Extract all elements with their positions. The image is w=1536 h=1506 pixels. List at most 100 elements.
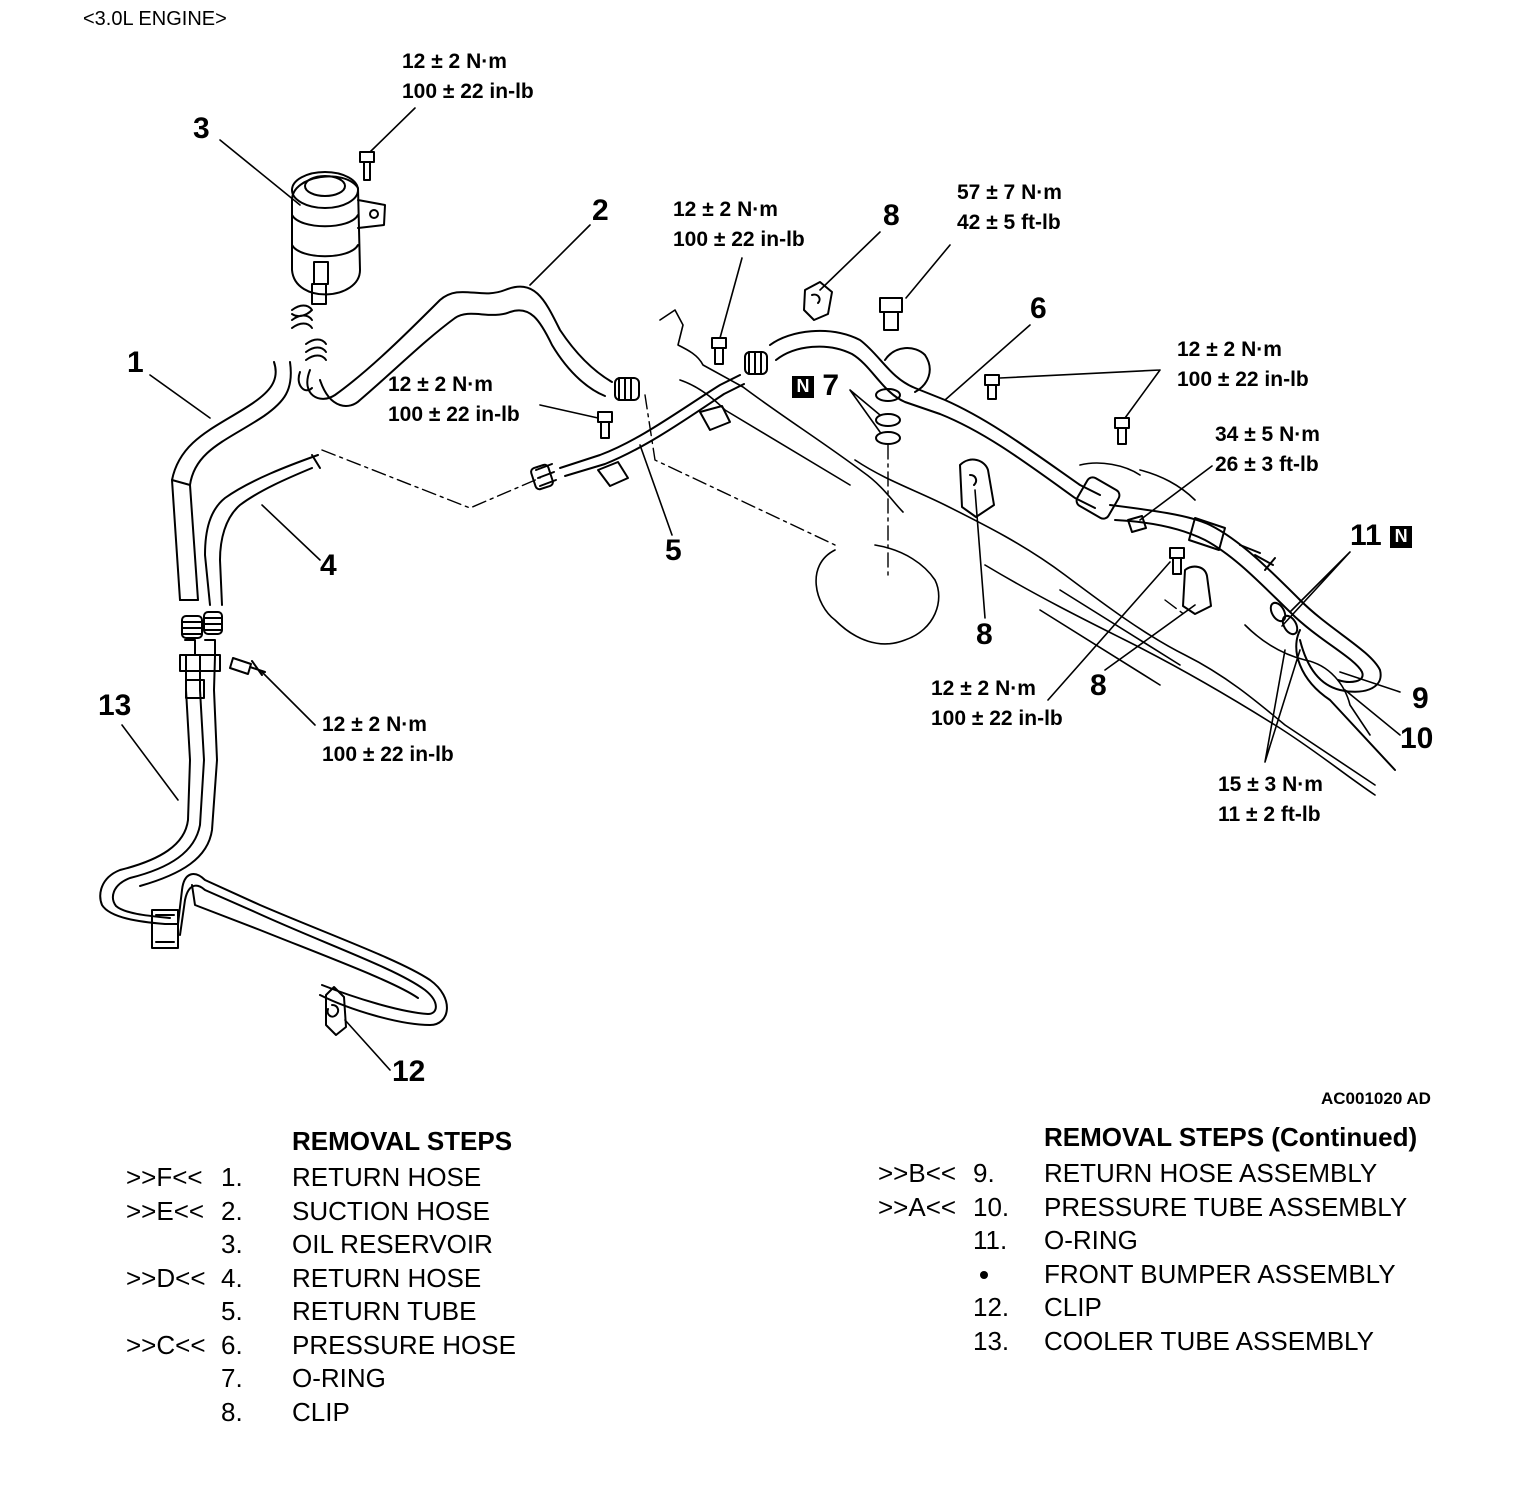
step-code: >>E<<	[126, 1195, 205, 1226]
return-pressure-assembly	[1109, 504, 1396, 771]
callout-1: 1	[127, 346, 144, 379]
torque-tube-bolt-mid: 12 ± 2 N·m 100 ± 22 in-lb	[388, 370, 520, 430]
step-number: 4.	[221, 1262, 243, 1293]
step-number: 12.	[973, 1292, 1010, 1322]
return-tube-5	[530, 374, 745, 491]
step-label: O-RING	[1044, 1225, 1138, 1255]
step-number: 11.	[973, 1225, 1008, 1255]
step-label: RETURN HOSE	[292, 1162, 482, 1192]
new-part-mark: N	[792, 376, 814, 399]
step-number: 7.	[221, 1363, 243, 1393]
step-label: CLIP	[1044, 1292, 1102, 1322]
torque-imperial: 100 ± 22 in-lb	[402, 80, 534, 103]
clip-12	[325, 986, 347, 1036]
torque-metric: 12 ± 2 N·m	[673, 198, 778, 221]
step-number: 1.	[221, 1162, 243, 1192]
torque-pressure-union: 57 ± 7 N·m 42 ± 5 ft-lb	[957, 178, 1062, 238]
torque-metric: 57 ± 7 N·m	[957, 181, 1062, 204]
torque-gear-fittings: 15 ± 3 N·m 11 ± 2 ft-lb	[1218, 770, 1323, 830]
step-row: 13.COOLER TUBE ASSEMBLY	[878, 1325, 1478, 1359]
step-row: 12. CLIP	[878, 1291, 1478, 1325]
torque-imperial: 100 ± 22 in-lb	[931, 707, 1063, 730]
step-number: 6.	[221, 1329, 243, 1360]
step-label: O-RING	[292, 1363, 386, 1393]
pressure-hose-6	[769, 329, 1121, 520]
callout-8-mid: 8	[976, 618, 993, 651]
step-number: 2.	[221, 1195, 243, 1226]
step-number: 9.	[973, 1158, 995, 1188]
step-code: >>F<<	[126, 1162, 203, 1192]
step-row: >>D<< 4. RETURN HOSE	[126, 1262, 576, 1296]
step-label: RETURN TUBE	[292, 1296, 477, 1326]
torque-imperial: 26 ± 3 ft-lb	[1215, 453, 1319, 476]
figure-id: AC001020 AD	[1321, 1089, 1431, 1108]
hose-clamps-mid	[614, 351, 768, 401]
torque-metric: 12 ± 2 N·m	[1177, 338, 1282, 361]
torque-clip-bolts-right: 12 ± 2 N·m 100 ± 22 in-lb	[1177, 335, 1309, 395]
step-label: RETURN HOSE	[292, 1262, 482, 1293]
torque-imperial: 42 ± 5 ft-lb	[957, 211, 1061, 234]
steering-gear-outline	[659, 309, 1376, 796]
removal-steps-right: REMOVAL STEPS (Continued) >>B<< 9. RETURN …	[878, 1121, 1478, 1358]
torque-cooler-bolt: 12 ± 2 N·m 100 ± 22 in-lb	[322, 710, 454, 770]
hose-clamps-reservoir	[291, 304, 327, 361]
callout-9: 9	[1412, 682, 1429, 715]
return-hose-4	[204, 454, 321, 606]
step-number: 8.	[221, 1396, 243, 1427]
removal-steps-title: REMOVAL STEPS	[126, 1125, 576, 1161]
step-code: >>C<<	[126, 1329, 206, 1360]
torque-clip-bolt-lower: 12 ± 2 N·m 100 ± 22 in-lb	[931, 674, 1063, 734]
callout-12: 12	[392, 1055, 426, 1088]
callout-7: N 7	[792, 370, 839, 402]
torque-flare-nut: 34 ± 5 N·m 26 ± 3 ft-lb	[1215, 420, 1320, 480]
alignment-lines	[321, 394, 1186, 616]
torque-imperial: 100 ± 22 in-lb	[322, 743, 454, 766]
step-label: SUCTION HOSE	[292, 1195, 490, 1226]
engine-label: <3.0L ENGINE>	[83, 8, 227, 30]
hose-clamps-lower	[181, 611, 223, 639]
torque-imperial: 100 ± 22 in-lb	[388, 403, 520, 426]
step-row: 11. O-RING	[878, 1224, 1478, 1258]
callout-2: 2	[592, 194, 609, 227]
step-code: >>B<<	[878, 1158, 957, 1188]
torque-metric: 12 ± 2 N·m	[931, 677, 1036, 700]
callout-7-number: 7	[822, 369, 840, 402]
torque-imperial: 100 ± 22 in-lb	[673, 228, 805, 251]
step-row: 3. OIL RESERVOIR	[126, 1228, 576, 1262]
o-rings-7	[875, 388, 901, 445]
removal-steps-continued-title: REMOVAL STEPS (Continued)	[878, 1121, 1478, 1157]
torque-metric: 12 ± 2 N·m	[402, 50, 507, 73]
step-row: 5.RETURN TUBE	[126, 1295, 576, 1329]
o-rings-11	[1269, 601, 1299, 636]
union-bolt	[879, 297, 903, 331]
step-number: 3.	[221, 1229, 243, 1259]
callout-10: 10	[1400, 722, 1434, 755]
step-row: >>C<< 6. PRESSURE HOSE	[126, 1329, 576, 1363]
step-label: OIL RESERVOIR	[292, 1229, 493, 1259]
step-label: RETURN HOSE ASSEMBLY	[1044, 1158, 1378, 1188]
step-number: 10.	[973, 1191, 1010, 1222]
step-label: CLIP	[292, 1396, 350, 1427]
step-row: >>B<< 9. RETURN HOSE ASSEMBLY	[878, 1157, 1478, 1191]
removal-steps-left: REMOVAL STEPS >>F<< 1. RETURN HOSE >>E<< 2.…	[126, 1125, 576, 1429]
bolts-mid	[597, 337, 727, 439]
step-label: FRONT BUMPER ASSEMBLY	[1044, 1258, 1396, 1289]
clips-8	[803, 281, 1212, 615]
callout-4: 4	[320, 549, 337, 582]
step-row: >>E<< 2. SUCTION HOSE	[126, 1195, 576, 1229]
callout-5: 5	[665, 534, 682, 567]
step-row: FRONT BUMPER ASSEMBLY	[878, 1258, 1478, 1292]
callout-6: 6	[1030, 292, 1047, 325]
step-label: COOLER TUBE ASSEMBLY	[1044, 1325, 1374, 1356]
step-label: PRESSURE HOSE	[292, 1329, 516, 1360]
callout-11-number: 11	[1350, 519, 1382, 552]
torque-imperial: 100 ± 22 in-lb	[1177, 368, 1309, 391]
torque-imperial: 11 ± 2 ft-lb	[1218, 803, 1321, 826]
step-code: >>D<<	[126, 1262, 206, 1293]
leader-lines	[121, 107, 1401, 1071]
cooler-tube-assembly	[99, 639, 448, 1026]
suction-hose-2	[297, 285, 613, 407]
torque-tube-bolt-top: 12 ± 2 N·m 100 ± 22 in-lb	[673, 195, 805, 255]
torque-metric: 12 ± 2 N·m	[322, 713, 427, 736]
